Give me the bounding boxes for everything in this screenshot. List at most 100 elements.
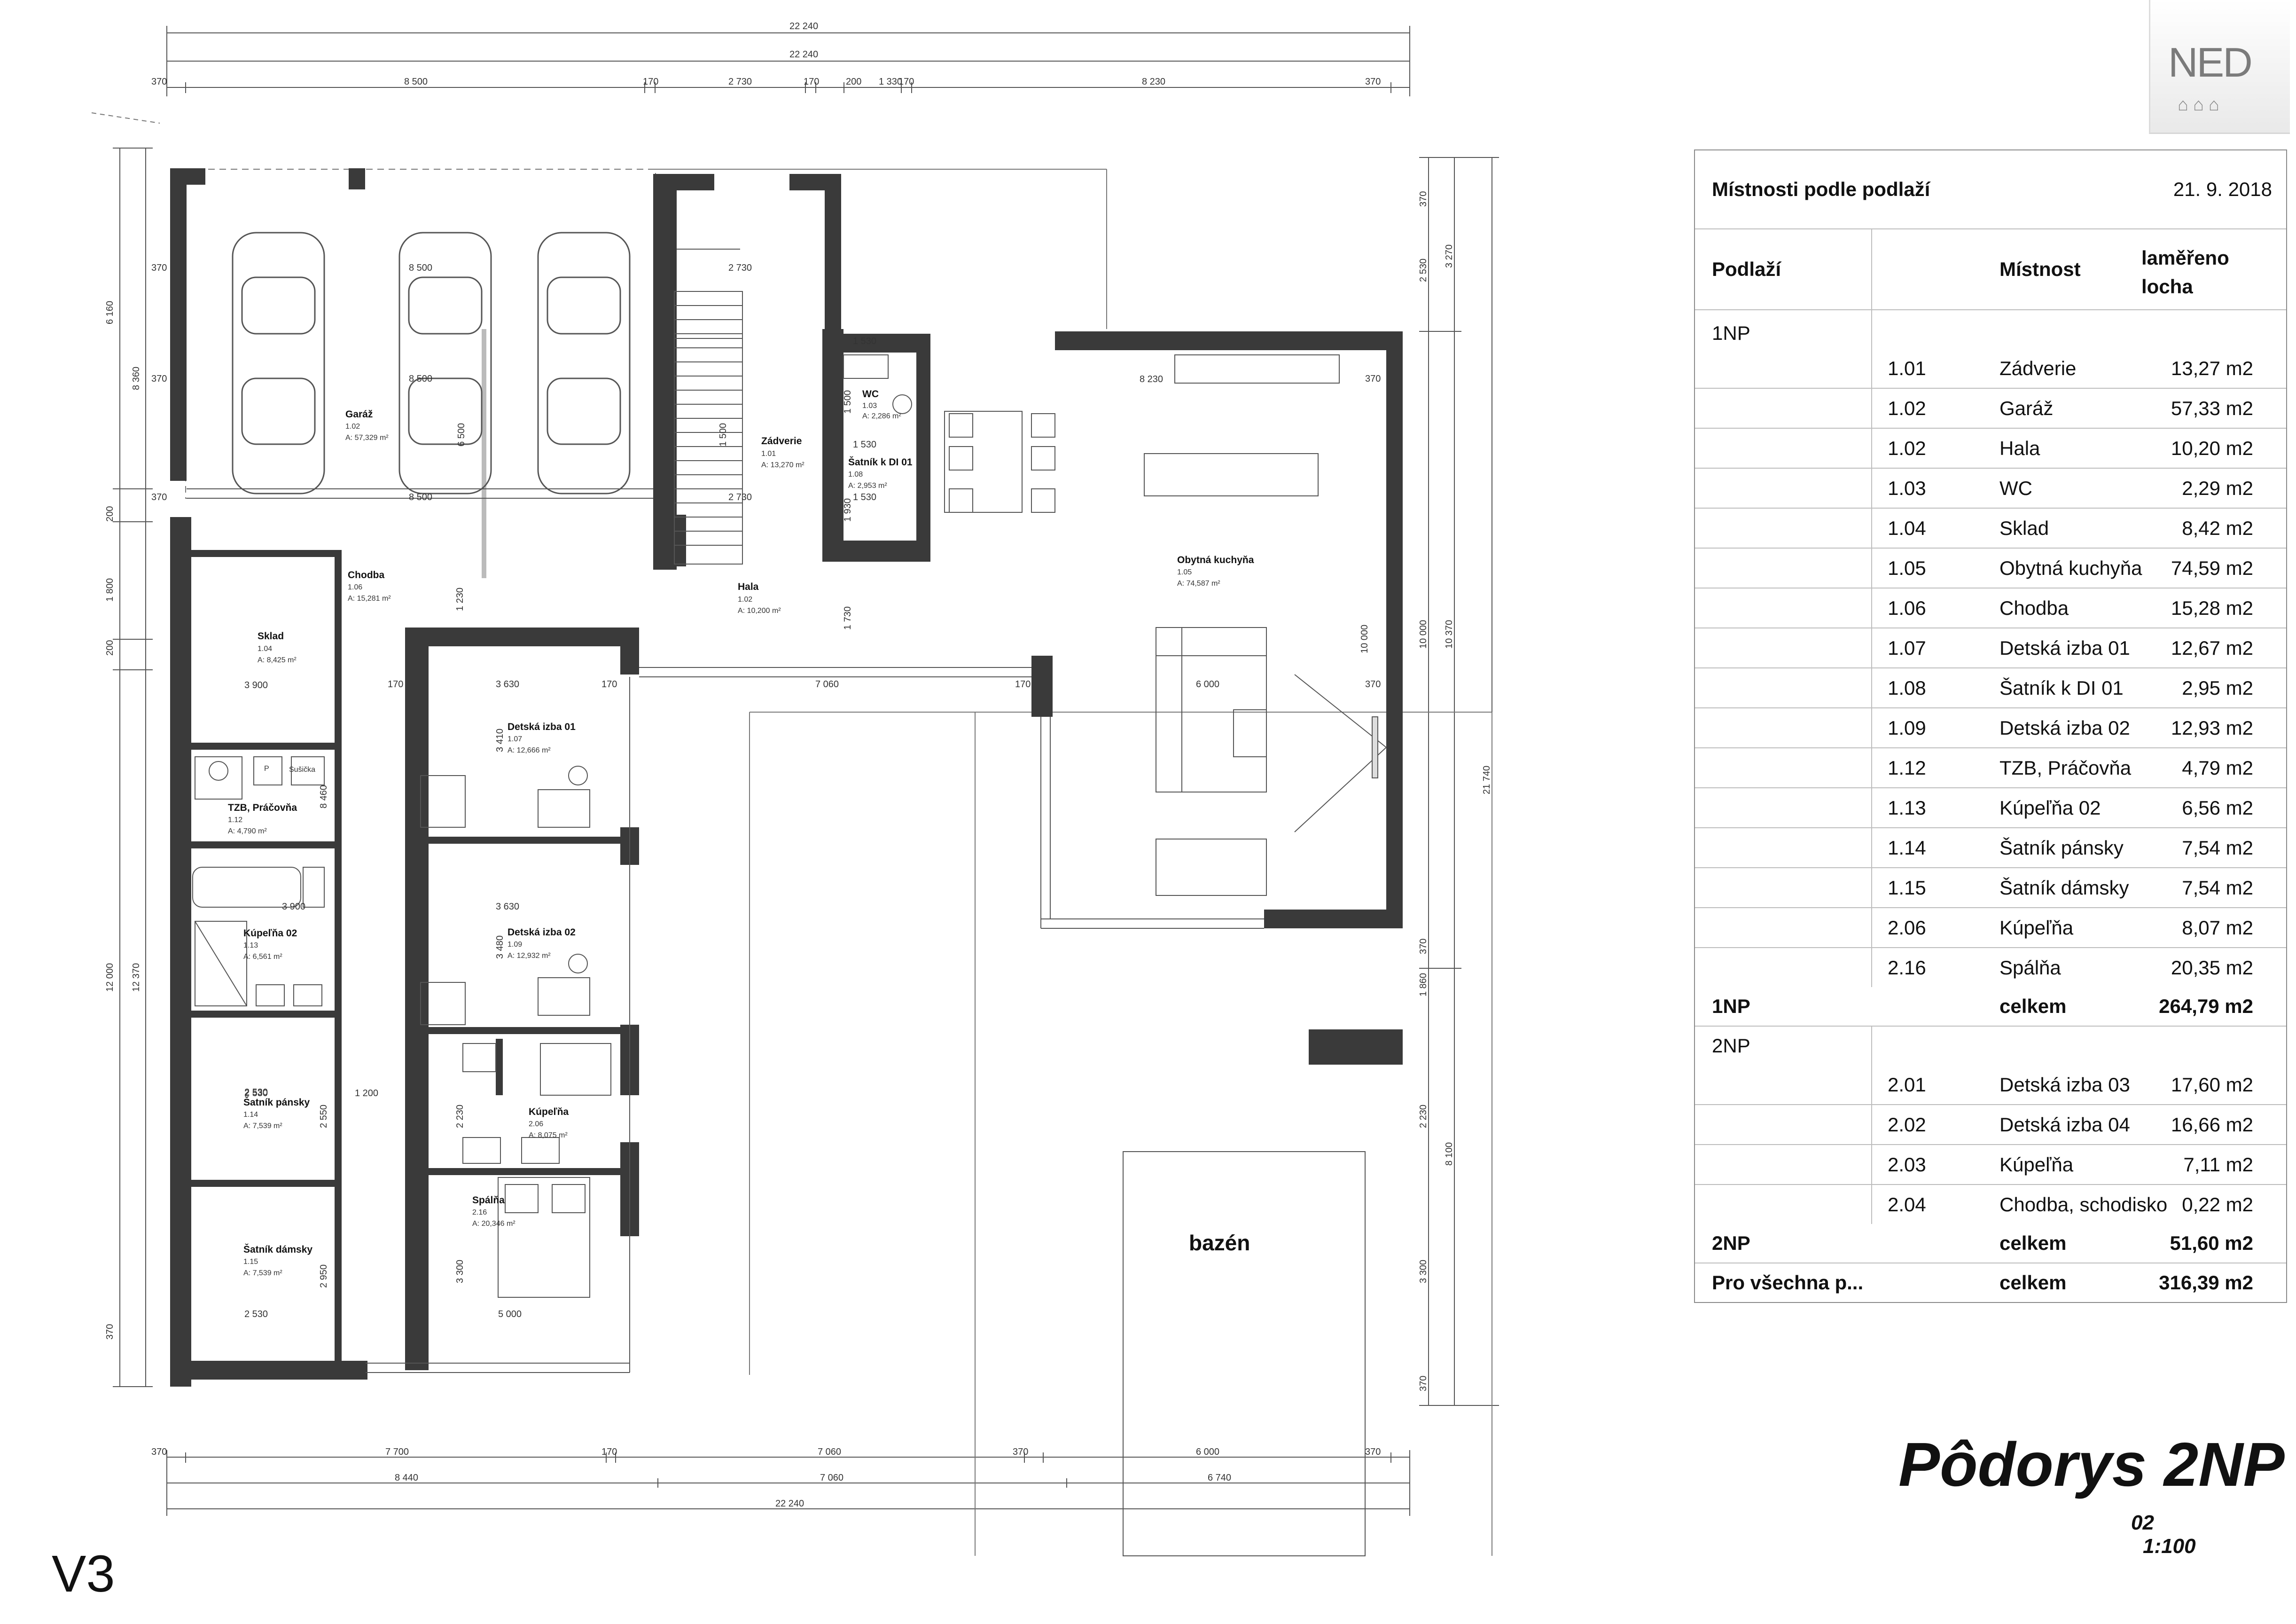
svg-text:A: 15,281 m²: A: 15,281 m²: [348, 595, 391, 603]
legend-floor-1np: 1NP: [1695, 310, 2286, 349]
col-area-line2: locha: [2141, 275, 2193, 298]
svg-text:Obytná kuchyňa: Obytná kuchyňa: [1177, 555, 1254, 565]
svg-text:TZB, Práčovňa: TZB, Práčovňa: [228, 802, 297, 813]
svg-text:370: 370: [151, 263, 167, 273]
svg-text:170: 170: [1015, 679, 1031, 690]
dim-top: 200: [846, 77, 861, 87]
dim-top: 170: [643, 77, 658, 87]
legend-row-area: 16,66 m2: [2171, 1113, 2253, 1136]
legend-row-area: 6,56 m2: [2182, 796, 2253, 819]
legend-row-name: Detská izba 02: [1999, 716, 2130, 739]
svg-text:3 630: 3 630: [496, 679, 519, 690]
svg-text:Spálňa: Spálňa: [472, 1195, 505, 1206]
svg-text:1 230: 1 230: [455, 588, 465, 611]
dim-top: 8 500: [404, 77, 428, 87]
room-label-satnik-damsky: Šatník dámsky 1.15 A: 7,539 m²: [243, 1244, 312, 1277]
dim-right: 2 530: [1418, 259, 1429, 282]
room-label-detska-izba-01: Detská izba 01 1.07 A: 12,666 m²: [508, 722, 576, 754]
svg-text:A: 20,346 m²: A: 20,346 m²: [472, 1220, 515, 1228]
svg-text:Šatník pánsky: Šatník pánsky: [243, 1097, 310, 1108]
inner-dimensions: 370 370 370 8 500 8 500 8 500 2 730 2 73…: [151, 263, 1381, 1319]
svg-text:1.13: 1.13: [243, 941, 258, 949]
legend-row-name: Sklad: [1999, 517, 2049, 539]
legend-row-area: 20,35 m2: [2171, 956, 2253, 979]
dim-left: 12 000: [105, 963, 115, 992]
svg-text:10 000: 10 000: [1359, 625, 1370, 653]
dim-right: 3 300: [1418, 1260, 1429, 1283]
svg-text:2 530: 2 530: [244, 1088, 268, 1098]
svg-text:5 000: 5 000: [498, 1309, 522, 1319]
svg-text:Kúpeľňa: Kúpeľňa: [529, 1106, 569, 1117]
top-dimensions: [166, 26, 1410, 96]
legend-row-area: 7,54 m2: [2182, 876, 2253, 899]
svg-text:1.07: 1.07: [508, 735, 522, 743]
logo-text: NED: [2168, 39, 2253, 86]
room-label-kupelna: Kúpeľňa 2.06 A: 8,075 m²: [529, 1106, 569, 1139]
svg-text:A: 7,539 m²: A: 7,539 m²: [243, 1269, 282, 1277]
svg-text:6 000: 6 000: [1196, 679, 1219, 690]
drawing-scale: 1:100: [2143, 1535, 2196, 1558]
thin-lines: [187, 249, 1264, 1373]
svg-text:1 500: 1 500: [718, 423, 728, 447]
svg-text:A: 74,587 m²: A: 74,587 m²: [1177, 580, 1220, 588]
legend-row-area: 7,54 m2: [2182, 836, 2253, 859]
dim-right: 10 370: [1444, 620, 1454, 649]
svg-text:370: 370: [1365, 374, 1381, 384]
legend-row-area: 12,67 m2: [2171, 636, 2253, 659]
legend-row-name: Spálňa: [1999, 956, 2061, 979]
dim-top: 1 330: [879, 77, 902, 87]
dim-bottom: 370: [1013, 1447, 1028, 1457]
svg-text:170: 170: [601, 679, 617, 690]
dim-left: 12 370: [131, 963, 141, 992]
svg-text:8 500: 8 500: [409, 374, 432, 384]
legend-header: Místnosti podle podlaží 21. 9. 2018: [1695, 150, 2286, 229]
dim-top-overall-2: 22 240: [789, 49, 818, 60]
legend-row-area: 2,29 m2: [2182, 477, 2253, 499]
svg-text:1.15: 1.15: [243, 1258, 258, 1266]
svg-text:A: 7,539 m²: A: 7,539 m²: [243, 1122, 282, 1130]
col-room: Místnost: [1999, 258, 2081, 280]
svg-text:Chodba: Chodba: [348, 570, 384, 581]
svg-text:3 630: 3 630: [496, 902, 519, 912]
legend-total-1np: 1NP celkem 264,79 m2: [1695, 987, 2286, 1027]
legend-row-name: Šatník pánsky: [1999, 836, 2124, 859]
bottom-dimensions: [166, 1450, 1410, 1516]
svg-text:Sklad: Sklad: [258, 631, 284, 642]
legend-column-headers: Podlaží Místnost laměřeno locha: [1695, 229, 2286, 310]
room-label-sklad: Sklad 1.04 A: 8,425 m²: [258, 631, 297, 664]
dim-bottom: 6 000: [1196, 1447, 1219, 1457]
legend-floor-2np: 2NP: [1695, 1027, 2286, 1065]
dim-top: 370: [1365, 77, 1381, 87]
legend-row-number: 1.04: [1888, 517, 1926, 539]
legend-row-name: Garáž: [1999, 397, 2054, 419]
svg-text:1 530: 1 530: [853, 492, 876, 502]
svg-text:A: 4,790 m²: A: 4,790 m²: [228, 827, 267, 835]
svg-text:8 460: 8 460: [319, 785, 329, 808]
sheet-number: 02: [2131, 1511, 2154, 1534]
construction-lines: [91, 112, 1492, 1556]
svg-text:A: 2,286 m²: A: 2,286 m²: [862, 412, 901, 420]
svg-text:1.04: 1.04: [258, 645, 272, 653]
room-label-wc: WC 1.03 A: 2,286 m²: [862, 389, 901, 420]
staircase: [674, 291, 743, 565]
room-label-detska-izba-02: Detská izba 02 1.09 A: 12,932 m²: [508, 927, 576, 960]
legend-row-number: 1.02: [1888, 397, 1926, 419]
legend-row-name: Šatník k DI 01: [1999, 676, 2124, 699]
svg-text:A: 12,666 m²: A: 12,666 m²: [508, 746, 551, 754]
room-label-spalna: Spálňa 2.16 A: 20,346 m²: [472, 1195, 515, 1228]
legend-row-area: 15,28 m2: [2171, 596, 2253, 619]
svg-text:8 500: 8 500: [409, 492, 432, 502]
svg-text:1 530: 1 530: [853, 439, 876, 450]
svg-text:A: 8,425 m²: A: 8,425 m²: [258, 656, 297, 664]
room-schedule-table: Místnosti podle podlaží 21. 9. 2018 Podl…: [1694, 149, 2287, 1303]
svg-text:2 730: 2 730: [728, 263, 752, 273]
svg-text:3 900: 3 900: [244, 680, 268, 690]
room-label-garaz: Garáž 1.02 A: 57,329 m²: [345, 409, 389, 442]
